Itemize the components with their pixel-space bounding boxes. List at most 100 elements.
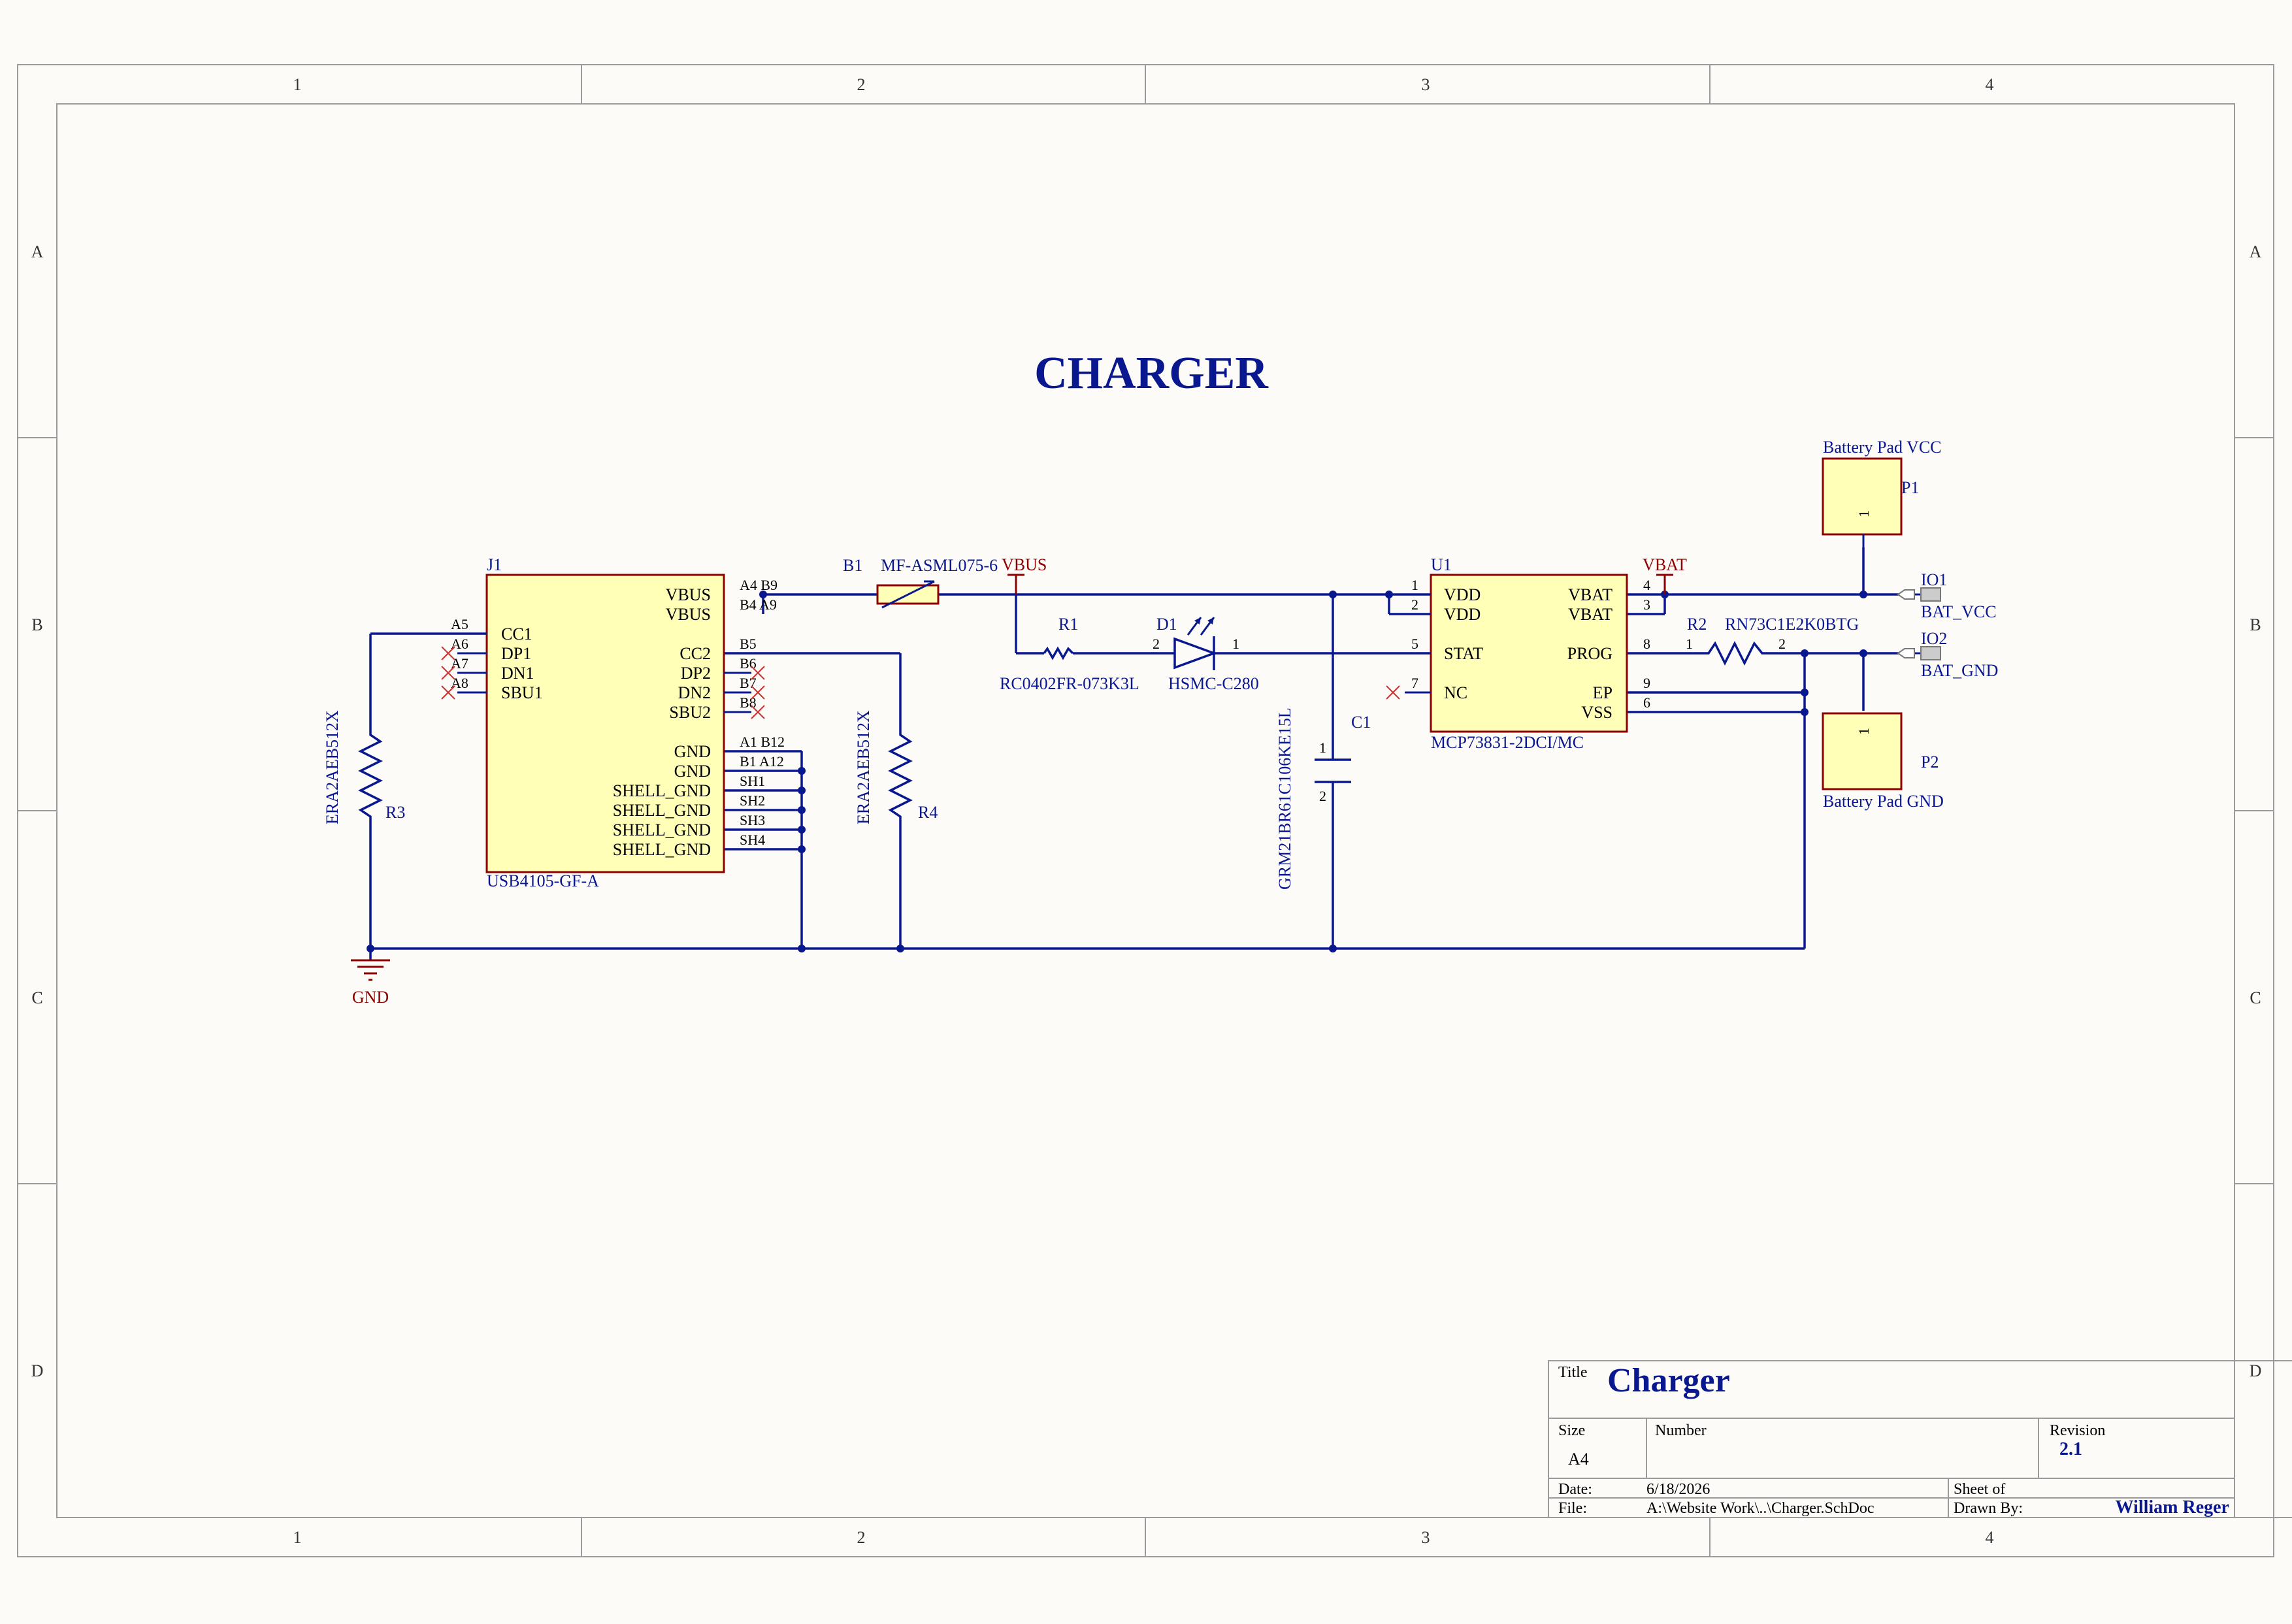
r1-value: RC0402FR-073K3L (1000, 674, 1139, 693)
zone-col-1-bottom: 1 (293, 1528, 302, 1547)
gnd-label: GND (352, 988, 389, 1007)
r1-resistor: R1 RC0402FR-073K3L (1000, 615, 1139, 693)
no-connect-icon (441, 646, 455, 700)
zone-col-3-top: 3 (1422, 75, 1430, 94)
j1-pin-gnd-1: GND (674, 742, 711, 761)
p1-pin: 1 (1856, 510, 1872, 517)
j1-pinnum-sh4: SH4 (740, 832, 765, 848)
p2-pin: 1 (1856, 728, 1872, 735)
u1-pin-vbat-2: VBAT (1568, 605, 1613, 624)
tb-date-label: Date: (1558, 1481, 1592, 1498)
r2-resistor: R2 RN73C1E2K0BTG 1 2 (1686, 615, 1859, 666)
led-emission-icon (1187, 617, 1215, 636)
u1-pinnum-9: 9 (1643, 675, 1650, 691)
io2-net: BAT_GND (1921, 661, 1998, 680)
j1-pin-shell-3: SHELL_GND (613, 820, 711, 839)
r3-resistor: R3 ERA2AEB512X (323, 710, 405, 824)
u1-pin-ep: EP (1593, 683, 1613, 702)
tb-drawn-label: Drawn By: (1954, 1500, 2023, 1517)
j1-pin-vbus-1: VBUS (666, 585, 711, 604)
j1-pin-cc1: CC1 (501, 625, 532, 643)
p1-battery-pad-vcc: Battery Pad VCC P1 1 (1822, 438, 1942, 547)
j1-pin-shell-1: SHELL_GND (613, 781, 711, 800)
u1-pin-vdd-2: VDD (1444, 605, 1481, 624)
c1-value: GRM21BR61C106KE15L (1275, 707, 1294, 890)
p1-ref: P1 (1901, 478, 1919, 497)
zone-row-d-right: D (2250, 1361, 2262, 1380)
vbat-label: VBAT (1643, 555, 1687, 574)
j1-pin-dp1: DP1 (501, 644, 531, 663)
vbat-power-port: VBAT (1643, 555, 1687, 594)
b1-value: MF-ASML075-6 (881, 556, 998, 575)
zone-col-1-top: 1 (293, 75, 302, 94)
d1-pin-cathode: 1 (1232, 636, 1239, 652)
tb-sheet-label: Sheet of (1954, 1481, 2005, 1498)
r1-ref: R1 (1058, 615, 1078, 634)
p1-label: Battery Pad VCC (1823, 438, 1942, 457)
io2-ref: IO2 (1921, 629, 1947, 648)
zone-row-c-left: C (31, 988, 42, 1007)
j1-pin-shell-4: SHELL_GND (613, 840, 711, 859)
j1-ref: J1 (487, 555, 502, 574)
zone-row-a-right: A (2250, 242, 2262, 261)
r4-value: ERA2AEB512X (854, 710, 873, 824)
u1-pin-vdd-1: VDD (1444, 585, 1481, 604)
u1-charger-ic: U1 MCP73831-2DCI/MC VDD VDD STAT NC 1 2 … (1386, 555, 1650, 752)
sheet-title: CHARGER (1034, 348, 1269, 398)
j1-value: USB4105-GF-A (487, 871, 599, 890)
u1-pinnum-4: 4 (1643, 577, 1650, 593)
vbus-power-port: VBUS (1002, 555, 1047, 594)
b1-ptc-fuse: B1 MF-ASML075-6 (843, 556, 998, 609)
tb-file: A:\Website Work\..\Charger.SchDoc (1646, 1500, 1875, 1517)
u1-pin-nc: NC (1444, 683, 1467, 702)
zone-row-a-left: A (31, 242, 44, 261)
zone-col-4-top: 4 (1986, 75, 1994, 94)
j1-pin-cc2: CC2 (679, 644, 711, 663)
u1-value: MCP73831-2DCI/MC (1431, 733, 1584, 752)
u1-pinnum-1: 1 (1411, 577, 1418, 593)
wires (369, 547, 1913, 960)
c1-ref: C1 (1351, 713, 1371, 732)
p2-label: Battery Pad GND (1823, 792, 1944, 811)
r4-resistor: R4 ERA2AEB512X (854, 710, 938, 824)
zone-col-2-top: 2 (857, 75, 866, 94)
d1-ref: D1 (1156, 615, 1177, 634)
u1-pinnum-7: 7 (1411, 675, 1418, 691)
zone-row-b-right: B (2250, 615, 2261, 634)
u1-ref: U1 (1431, 555, 1452, 574)
j1-pinnum-a1b12: A1 B12 (740, 734, 785, 750)
c1-pin2: 2 (1319, 788, 1326, 804)
tb-title: Charger (1607, 1362, 1730, 1399)
d1-led: D1 HSMC-C280 2 1 (1151, 615, 1259, 693)
tb-number-label: Number (1655, 1422, 1707, 1439)
zone-col-2-bottom: 2 (857, 1528, 866, 1547)
r2-value: RN73C1E2K0BTG (1725, 615, 1859, 634)
c1-capacitor: C1 1 2 GRM21BR61C106KE15L (1275, 707, 1371, 890)
u1-pinnum-8: 8 (1643, 636, 1650, 652)
no-connect-icon (751, 666, 765, 719)
io1-net: BAT_VCC (1921, 602, 1997, 621)
j1-pinnum-b4a9: B4 A9 (740, 596, 777, 613)
tb-revision: 2.1 (2059, 1439, 2082, 1459)
io1-port: IO1 BAT_VCC (1895, 570, 1997, 621)
tb-file-label: File: (1558, 1500, 1587, 1517)
port-icon (1897, 589, 1915, 600)
port-icon (1897, 648, 1915, 658)
u1-pin-vbat-1: VBAT (1568, 585, 1613, 604)
c1-pin1: 1 (1319, 739, 1326, 756)
junctions (367, 591, 1867, 952)
j1-pin-dp2: DP2 (681, 664, 711, 683)
u1-pinnum-6: 6 (1643, 694, 1650, 711)
vbus-label: VBUS (1002, 555, 1047, 574)
tb-date: 6/18/2026 (1646, 1481, 1710, 1498)
tb-size: A4 (1568, 1450, 1589, 1469)
j1-pinnum-a4b9: A4 B9 (740, 577, 778, 593)
io1-ref: IO1 (1921, 570, 1947, 589)
p2-battery-pad-gnd: Battery Pad GND P2 1 (1822, 712, 1944, 811)
tb-revision-label: Revision (2050, 1422, 2105, 1439)
j1-pinnum-a6: A6 (451, 636, 468, 652)
j1-pin-shell-2: SHELL_GND (613, 801, 711, 820)
j1-pin-dn2: DN2 (678, 683, 711, 702)
